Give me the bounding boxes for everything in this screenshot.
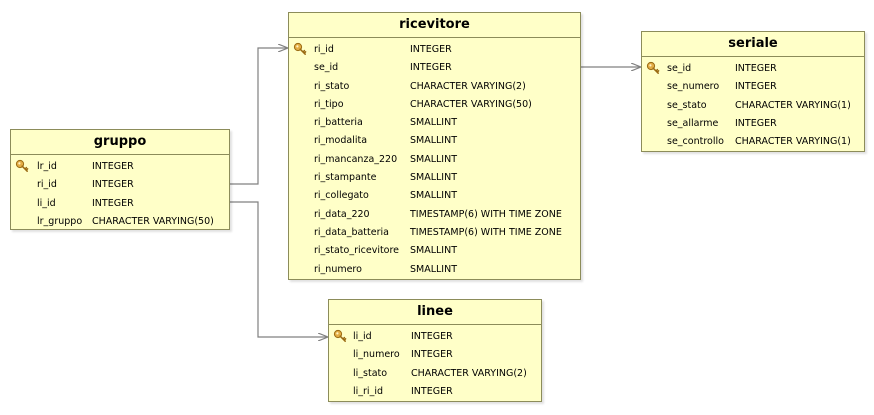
field-row[interactable]: ri_id INTEGER [289, 42, 580, 60]
field-type: INTEGER [410, 62, 452, 74]
field-row[interactable]: se_controllo CHARACTER VARYING(1) [642, 134, 864, 152]
field-type: INTEGER [92, 161, 134, 172]
field-type: SMALLINT [410, 135, 458, 147]
field-name: ri_stampante [314, 172, 377, 184]
field-type: SMALLINT [410, 117, 458, 129]
field-name: li_stato [353, 367, 388, 379]
field-type: CHARACTER VARYING(2) [411, 367, 527, 379]
field-row[interactable]: ri_batteria SMALLINT [289, 115, 580, 133]
field-name: se_controllo [667, 136, 724, 148]
primary-key-icon [15, 159, 29, 173]
field-row[interactable]: ri_stato CHARACTER VARYING(2) [289, 79, 580, 97]
field-row[interactable]: se_id INTEGER [289, 60, 580, 78]
primary-key-icon [646, 61, 660, 75]
field-type: CHARACTER VARYING(50) [92, 215, 214, 227]
field-type: INTEGER [410, 44, 452, 55]
field-row[interactable]: ri_data_220 TIMESTAMP(6) WITH TIME ZONE [289, 207, 580, 225]
field-type: INTEGER [411, 349, 453, 361]
field-name: se_numero [667, 81, 720, 93]
field-name: li_numero [353, 349, 400, 361]
field-row[interactable]: se_allarme INTEGER [642, 116, 864, 134]
field-name: ri_stato [314, 80, 350, 92]
field-row[interactable]: li_ri_id INTEGER [329, 384, 541, 402]
field-row[interactable]: li_id INTEGER [329, 329, 541, 347]
field-row[interactable]: lr_gruppo CHARACTER VARYING(50) [11, 214, 229, 232]
field-row[interactable]: lr_id INTEGER [11, 159, 229, 177]
entity-title-ricevitore: ricevitore [289, 13, 580, 38]
field-type: TIMESTAMP(6) WITH TIME ZONE [410, 226, 562, 238]
field-row[interactable]: ri_modalita SMALLINT [289, 133, 580, 151]
field-row[interactable]: ri_mancanza_220 SMALLINT [289, 152, 580, 170]
field-type: CHARACTER VARYING(2) [410, 80, 526, 92]
field-row[interactable]: se_stato CHARACTER VARYING(1) [642, 98, 864, 116]
entity-title-gruppo: gruppo [11, 130, 229, 155]
primary-key-icon [293, 42, 307, 56]
field-row[interactable]: ri_collegato SMALLINT [289, 188, 580, 206]
field-name: ri_mancanza_220 [314, 153, 398, 165]
field-name: lr_gruppo [37, 215, 83, 227]
field-type: INTEGER [411, 385, 453, 397]
field-name: ri_batteria [314, 117, 363, 129]
field-row[interactable]: li_id INTEGER [11, 196, 229, 214]
field-name: ri_stato_ricevitore [314, 245, 400, 257]
field-type: INTEGER [735, 117, 777, 129]
field-name: se_id [667, 63, 692, 74]
field-type: SMALLINT [410, 190, 458, 202]
field-type: CHARACTER VARYING(50) [410, 98, 532, 110]
field-type: INTEGER [411, 331, 453, 342]
field-name: ri_id [37, 179, 57, 191]
field-type: SMALLINT [410, 263, 458, 275]
field-row[interactable]: ri_numero SMALLINT [289, 262, 580, 280]
field-type: INTEGER [92, 197, 134, 209]
entity-title-seriale: seriale [642, 32, 864, 57]
field-row[interactable]: se_numero INTEGER [642, 79, 864, 97]
field-type: INTEGER [92, 179, 134, 191]
field-row[interactable]: ri_tipo CHARACTER VARYING(50) [289, 97, 580, 115]
field-row[interactable]: se_id INTEGER [642, 61, 864, 79]
field-type: TIMESTAMP(6) WITH TIME ZONE [410, 208, 562, 220]
field-type: SMALLINT [410, 153, 458, 165]
field-name: li_id [353, 331, 372, 342]
field-name: li_id [37, 197, 56, 209]
field-name: se_id [314, 62, 339, 74]
field-row[interactable]: ri_stato_ricevitore SMALLINT [289, 243, 580, 261]
field-type: INTEGER [735, 81, 777, 93]
field-name: ri_data_220 [314, 208, 370, 220]
field-name: ri_modalita [314, 135, 368, 147]
field-type: CHARACTER VARYING(1) [735, 136, 851, 148]
field-name: lr_id [37, 161, 57, 172]
field-type: INTEGER [735, 63, 777, 74]
field-row[interactable]: ri_id INTEGER [11, 177, 229, 195]
field-name: ri_numero [314, 263, 362, 275]
primary-key-icon [333, 329, 347, 343]
connector-gruppo-ricevitore [230, 48, 287, 185]
field-row[interactable]: ri_stampante SMALLINT [289, 170, 580, 188]
field-name: ri_collegato [314, 190, 369, 202]
field-name: ri_id [314, 44, 334, 55]
field-row[interactable]: li_numero INTEGER [329, 347, 541, 365]
field-name: ri_data_batteria [314, 226, 389, 238]
field-name: se_allarme [667, 117, 719, 129]
entity-title-linee: linee [329, 300, 541, 325]
field-name: se_stato [667, 99, 707, 111]
field-row[interactable]: li_stato CHARACTER VARYING(2) [329, 366, 541, 384]
field-name: ri_tipo [314, 98, 344, 110]
field-row[interactable]: ri_data_batteria TIMESTAMP(6) WITH TIME Z… [289, 225, 580, 243]
field-name: li_ri_id [353, 385, 383, 397]
field-type: CHARACTER VARYING(1) [735, 99, 851, 111]
field-type: SMALLINT [410, 172, 458, 184]
field-type: SMALLINT [410, 245, 458, 257]
